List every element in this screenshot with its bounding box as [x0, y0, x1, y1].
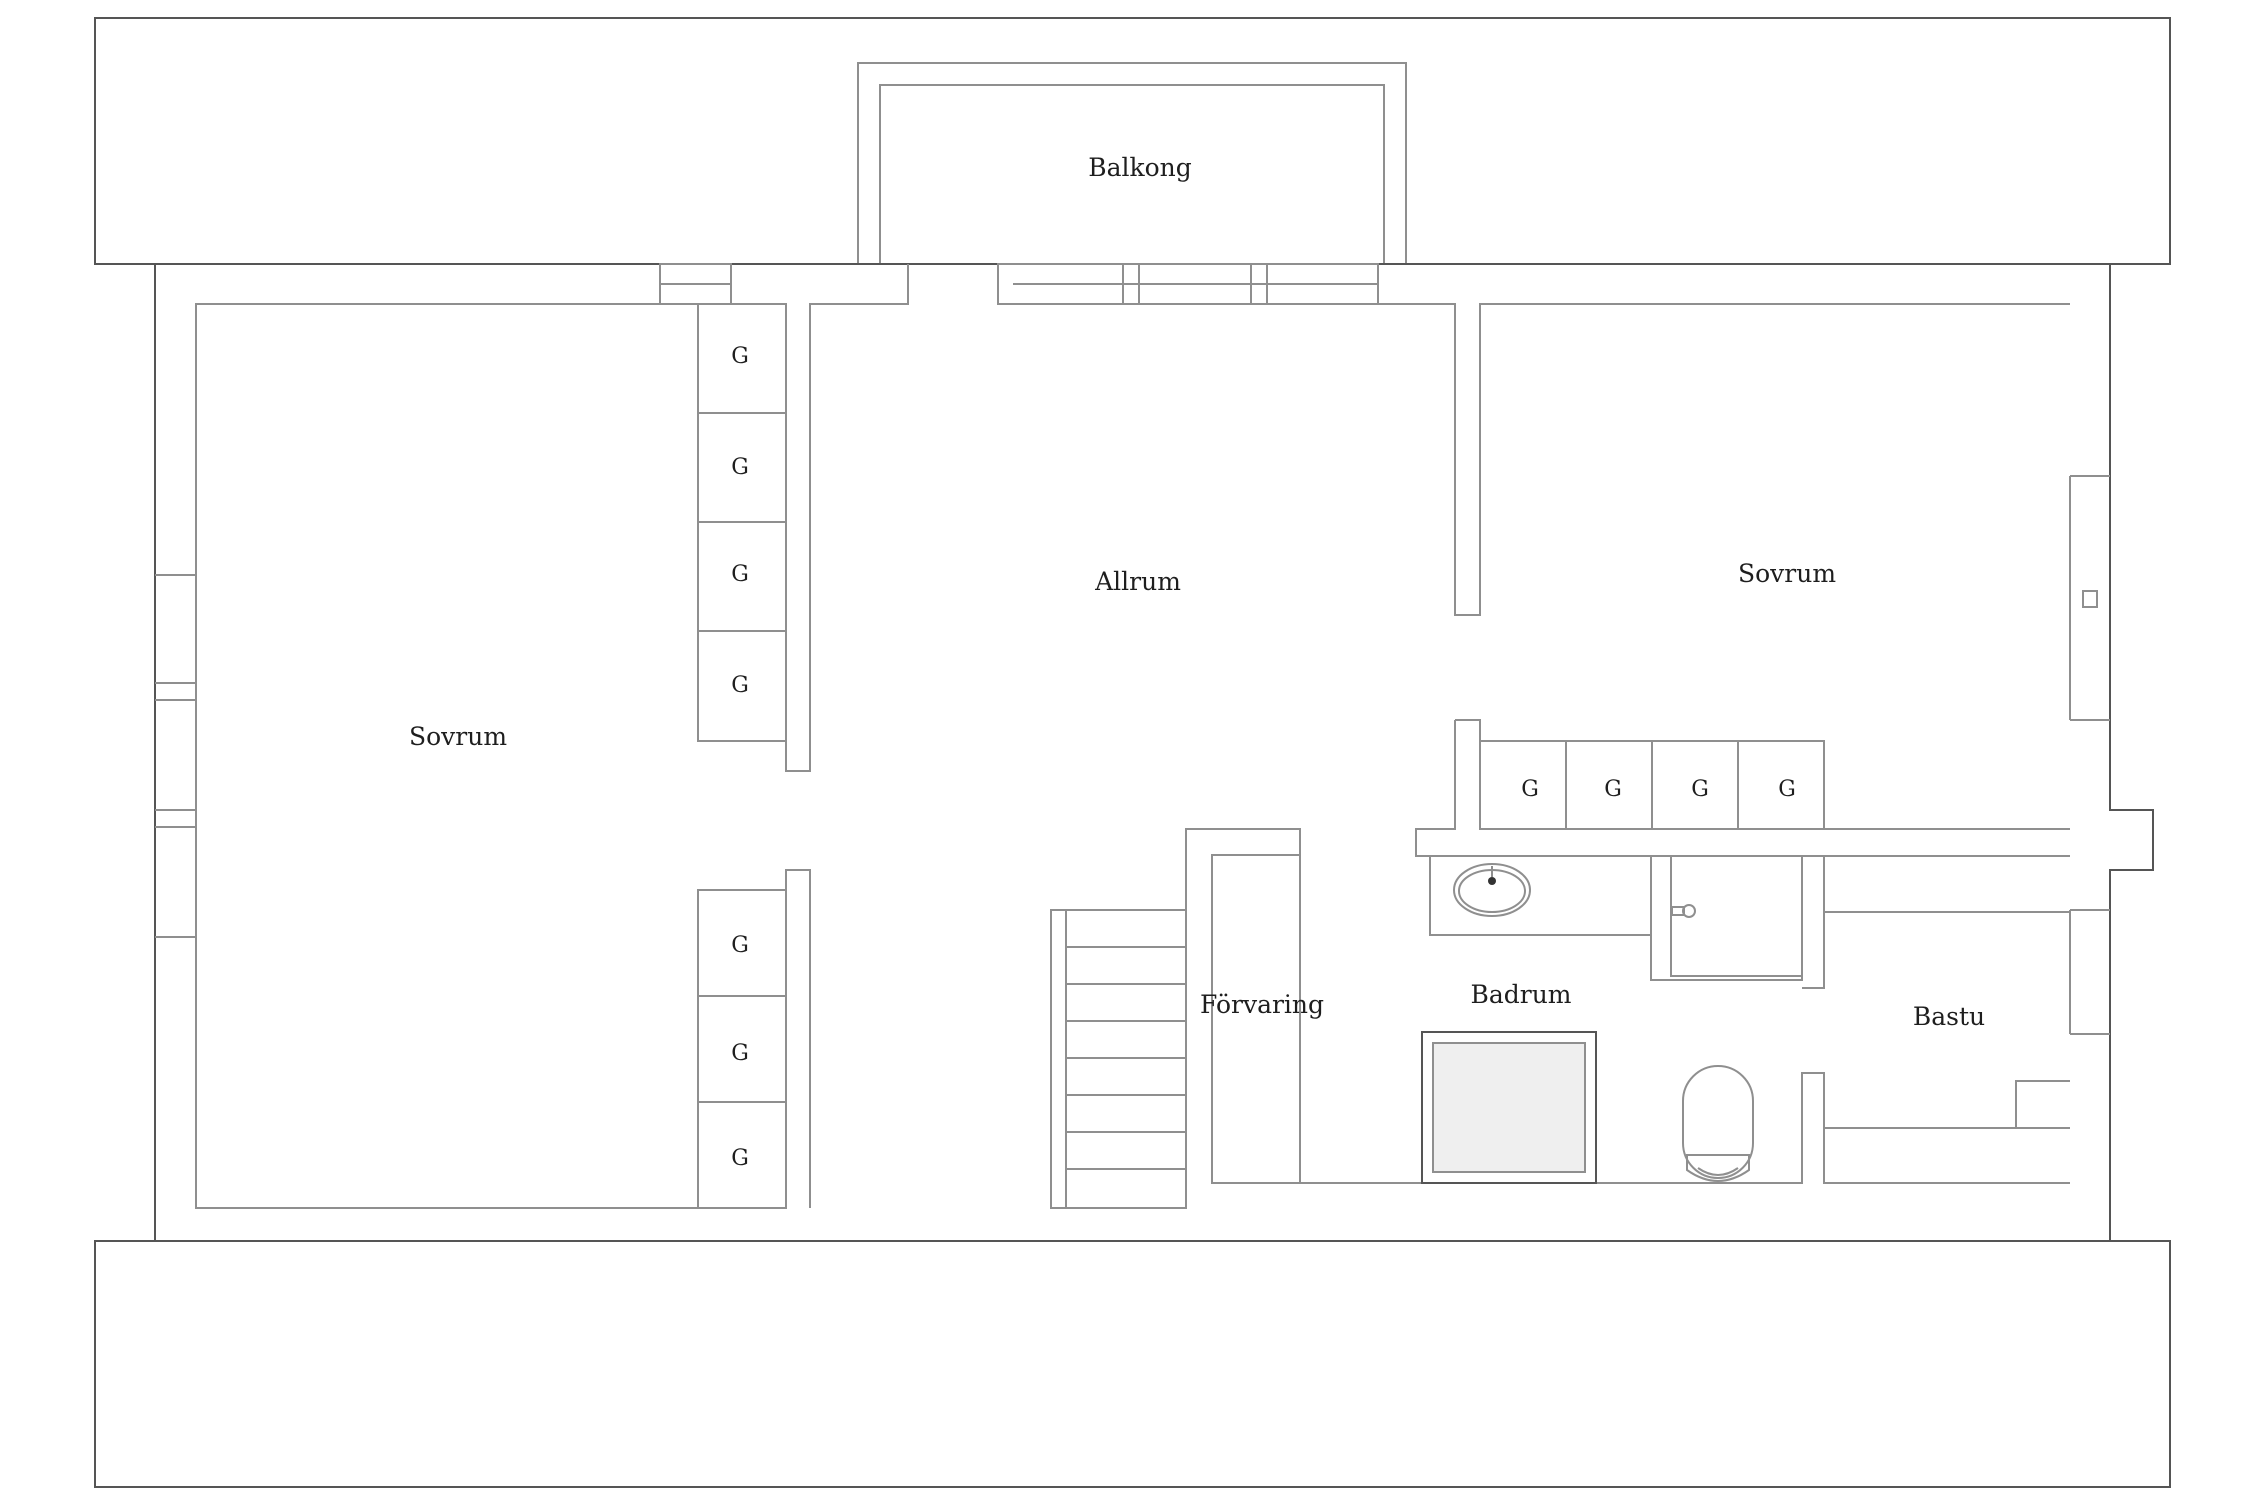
- wardrobe-label: G: [1521, 777, 1539, 802]
- sink-icon: [1453, 863, 1531, 917]
- sovrum-right-label: Sovrum: [1738, 559, 1836, 588]
- roof-bottom: [94, 1240, 2171, 1488]
- sauna-heater: [2015, 1080, 2070, 1128]
- wardrobe-left-top-wall: [731, 264, 909, 772]
- wardrobe-label: G: [1691, 777, 1709, 802]
- wardrobe-left-bottom: [697, 889, 787, 1209]
- wardrobe-label: G: [731, 673, 749, 698]
- toilet-icon: [1682, 1065, 1754, 1179]
- wardrobe-label: G: [1778, 777, 1796, 802]
- wall-center-top: [1378, 303, 2070, 616]
- forvaring-label: Förvaring: [1200, 990, 1324, 1019]
- allrum-label: Allrum: [1094, 567, 1181, 596]
- shower-tray-inner: [1432, 1042, 1586, 1173]
- sovrum-left-label: Sovrum: [409, 722, 507, 751]
- sauna-wall: [1802, 856, 2070, 989]
- shower-cubicle-inner: [1670, 856, 1802, 977]
- sovrum-right-wall: [1455, 719, 2070, 830]
- bath-top-wall: [1415, 720, 2070, 857]
- wardrobe-label: G: [1604, 777, 1622, 802]
- wardrobe-label: G: [731, 933, 749, 958]
- roof-top: [94, 17, 2171, 265]
- wardrobe-label: G: [731, 344, 749, 369]
- shower-tray: [1421, 1031, 1597, 1184]
- sauna-bench: [1823, 1127, 2070, 1183]
- sovrum-left-wall: [195, 303, 811, 1209]
- wardrobe-label: G: [731, 562, 749, 587]
- wardrobe-label: G: [731, 455, 749, 480]
- shower-cubicle: [1650, 856, 1803, 981]
- bastu-label: Bastu: [1913, 1002, 1985, 1031]
- badrum-wall: [1300, 1072, 2070, 1184]
- wardrobe-label: G: [731, 1146, 749, 1171]
- badrum-label: Badrum: [1470, 980, 1571, 1009]
- wardrobe-label: G: [731, 1041, 749, 1066]
- wall-outlet: [2082, 590, 2098, 608]
- outer-wall: [154, 263, 2154, 1242]
- sink-counter: [1429, 856, 1652, 936]
- balkong-label: Balkong: [1088, 153, 1192, 182]
